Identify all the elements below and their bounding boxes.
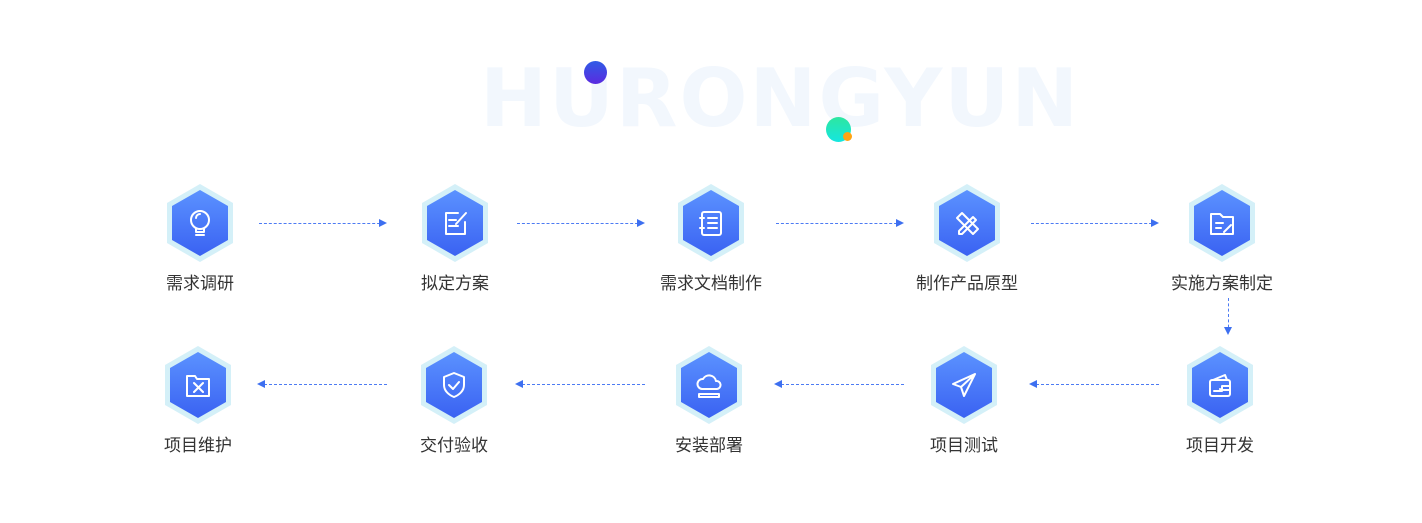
cloud-icon — [696, 374, 722, 398]
hexagon-badge — [676, 183, 746, 263]
hexagon-badge — [1185, 345, 1255, 425]
folder-tools-icon — [186, 375, 210, 397]
step-label: 交付验收 — [420, 436, 488, 456]
wallet-icon — [1209, 374, 1231, 397]
hexagon-badge — [932, 183, 1002, 263]
arrow-right — [1031, 219, 1159, 227]
process-step: 项目测试 — [894, 345, 1034, 456]
step-label: 项目维护 — [164, 436, 232, 456]
arrow-right — [259, 219, 387, 227]
process-step: 项目维护 — [128, 345, 268, 456]
hexagon-badge — [419, 345, 489, 425]
step-label: 需求调研 — [166, 274, 234, 294]
step-label: 实施方案制定 — [1171, 274, 1273, 294]
step-label: 项目测试 — [930, 436, 998, 456]
step-label: 拟定方案 — [421, 274, 489, 294]
paper-plane-icon — [952, 373, 976, 397]
hexagon-badge — [929, 345, 999, 425]
process-step: 制作产品原型 — [897, 183, 1037, 294]
process-step: 需求文档制作 — [641, 183, 781, 294]
decor-dot-orange — [843, 132, 852, 141]
hexagon-badge — [420, 183, 490, 263]
decor-dot-blue — [584, 61, 607, 84]
hexagon-badge — [163, 345, 233, 425]
folder-edit-icon — [1210, 213, 1234, 235]
process-step: 实施方案制定 — [1152, 183, 1292, 294]
step-label: 需求文档制作 — [660, 274, 762, 294]
arrow-left — [257, 380, 387, 388]
process-step: 项目开发 — [1150, 345, 1290, 456]
hexagon-badge — [1187, 183, 1257, 263]
shield-check-icon — [443, 372, 465, 398]
watermark: HURONGYUN — [480, 52, 1081, 145]
arrow-right — [517, 219, 645, 227]
step-label: 项目开发 — [1186, 436, 1254, 456]
arrow-left — [1029, 380, 1159, 388]
process-step: 安装部署 — [639, 345, 779, 456]
hexagon-badge — [165, 183, 235, 263]
edit-note-icon — [445, 212, 467, 235]
arrow-down — [1224, 298, 1232, 335]
process-step: 拟定方案 — [385, 183, 525, 294]
step-label: 安装部署 — [675, 436, 743, 456]
process-step: 交付验收 — [384, 345, 524, 456]
pencil-ruler-icon — [956, 212, 979, 235]
lightbulb-icon — [190, 210, 210, 236]
document-list-icon — [699, 211, 722, 236]
process-step: 需求调研 — [130, 183, 270, 294]
arrow-left — [515, 380, 645, 388]
step-label: 制作产品原型 — [916, 274, 1018, 294]
arrow-left — [774, 380, 904, 388]
hexagon-badge — [674, 345, 744, 425]
arrow-right — [776, 219, 904, 227]
